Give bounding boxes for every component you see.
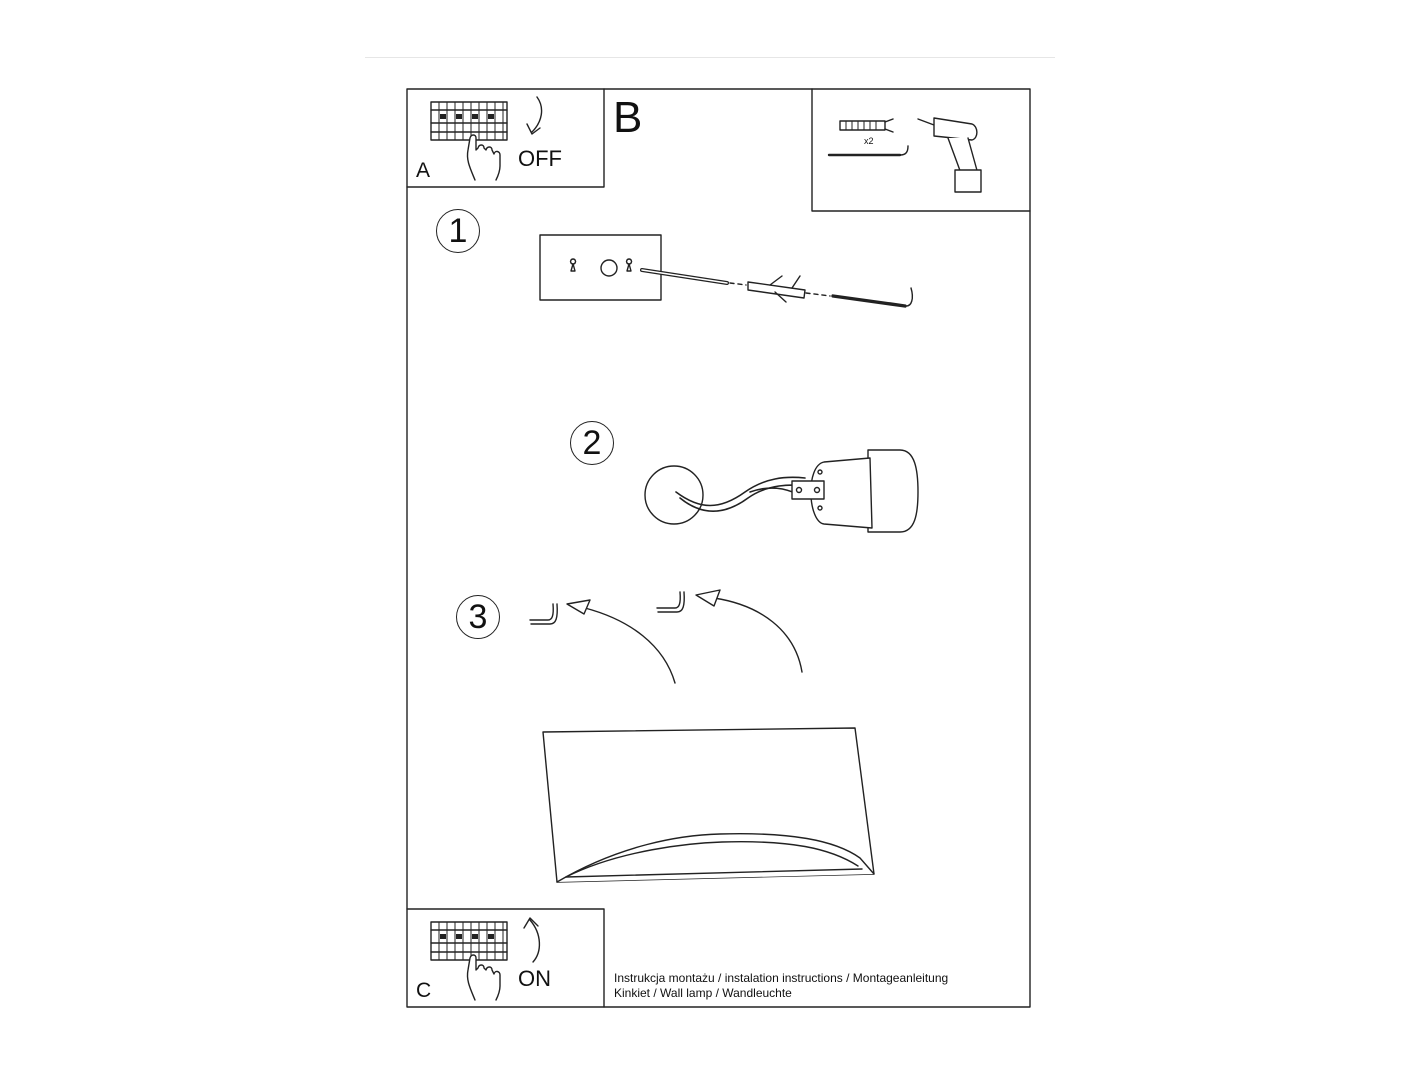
hook-screw-icon (831, 287, 914, 308)
panel-b-box (811, 88, 1031, 212)
footer-subtitle: Kinkiet / Wall lamp / Wandleuchte (614, 986, 792, 1000)
power-off-label: OFF (518, 146, 562, 171)
step-3-number: 3 (456, 595, 500, 639)
panel-c-box (406, 908, 605, 1008)
guide-dashed-line (729, 282, 831, 297)
drill-icon (917, 117, 982, 193)
mounting-plate-icon (539, 234, 662, 301)
wall-lamp-shade-icon (542, 727, 875, 883)
on-arrow-icon (523, 917, 541, 963)
circuit-breaker-icon (430, 921, 508, 961)
wall-plug-icon (747, 275, 806, 303)
footer-title: Instrukcja montażu / instalation instruc… (614, 971, 949, 985)
screw-hook-icon (529, 603, 558, 625)
page-top-divider (365, 57, 1055, 58)
lamp-socket-icon (791, 449, 919, 533)
panel-a-box (406, 88, 605, 188)
power-on-label: ON (518, 966, 551, 991)
step-2-number: 2 (570, 421, 614, 465)
hand-icon (466, 134, 501, 181)
mounting-arrow-icon (695, 589, 803, 673)
hook-screw-icon (827, 145, 909, 157)
sheet-frame (406, 88, 1031, 1008)
mounting-arrow-icon (566, 599, 676, 684)
circuit-breaker-icon (430, 101, 508, 141)
wall-box-icon (644, 465, 704, 525)
drill-bit-icon (640, 268, 729, 285)
quantity-label: x2 (864, 136, 874, 146)
step-1-number: 1 (436, 209, 480, 253)
panel-c-letter: C (416, 979, 432, 1002)
panel-a-letter: A (416, 159, 431, 182)
screw-hook-icon (656, 591, 685, 613)
hand-icon (466, 954, 501, 1001)
off-arrow-icon (526, 96, 543, 135)
panel-b-letter: B (613, 93, 643, 142)
wall-plug-icon (839, 118, 894, 133)
